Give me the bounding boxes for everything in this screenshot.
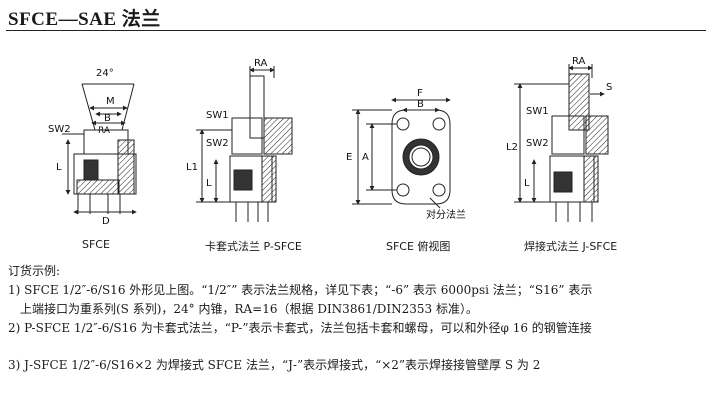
page-title: SFCE—SAE 法兰 — [8, 9, 161, 30]
d2-ra-label: RA — [254, 58, 268, 69]
caption-p-sfce: 卡套式法兰 P-SFCE — [205, 240, 302, 253]
j-sfce-drawing — [514, 64, 609, 222]
d4-ra-label: RA — [572, 56, 586, 67]
d4-sw1-label: SW1 — [526, 106, 549, 117]
caption-sfce: SFCE — [82, 238, 110, 251]
d1-sw2-label: SW2 — [48, 124, 71, 135]
d1-ra-label: RA — [98, 126, 111, 136]
order-examples: 订货示例: 1) SFCE 1/2″-6/S16 外形见上图。“1/2″” 表示… — [8, 262, 708, 375]
d1-b-label: B — [104, 113, 111, 124]
d2-l-label: L — [206, 178, 212, 189]
d3-e-label: E — [346, 152, 352, 163]
p-sfce-drawing — [196, 66, 293, 222]
sfce-top-view-drawing — [352, 97, 451, 209]
d2-sw1-label: SW1 — [206, 110, 229, 121]
d1-l-label: L — [56, 162, 62, 173]
d1-angle-label: 24° — [96, 68, 114, 79]
order-line-3: 3) J-SFCE 1/2″-6/S16×2 为焊接式 SFCE 法兰，“J-”… — [8, 358, 541, 372]
d3-b-label: B — [417, 99, 424, 110]
caption-j-sfce: 焊接式法兰 J-SFCE — [524, 240, 618, 253]
d3-f-label: F — [417, 88, 423, 99]
d2-sw2-label: SW2 — [206, 138, 229, 149]
title-divider — [6, 30, 706, 31]
d1-d-label: D — [102, 216, 110, 227]
d3-a-label: A — [362, 152, 369, 163]
d2-l1-label: L1 — [186, 162, 198, 173]
order-line-1-continued: 上端接口为重系列(S 系列)，24° 内锥，RA=16（根据 DIN3861/D… — [20, 302, 478, 316]
d4-sw2-label: SW2 — [526, 138, 549, 149]
d4-s-label: S — [606, 82, 612, 93]
d4-l2-label: L2 — [506, 142, 518, 153]
d3-note-label: 对分法兰 — [426, 208, 466, 221]
d1-m-label: M — [106, 96, 115, 107]
order-line-2: 2) P-SFCE 1/2″-6/S16 为卡套式法兰，“P-”表示卡套式，法兰… — [8, 321, 592, 335]
order-line-1: 1) SFCE 1/2″-6/S16 外形见上图。“1/2″” 表示法兰规格，详… — [8, 283, 593, 297]
technical-drawings: 24° M B RA SW2 L D RA SW1 SW2 L1 L F B E… — [48, 56, 612, 227]
sfce-drawing — [62, 83, 137, 215]
d4-l-label: L — [524, 178, 530, 189]
order-heading: 订货示例: — [8, 264, 61, 278]
caption-sfce-top-view: SFCE 俯视图 — [386, 240, 451, 253]
